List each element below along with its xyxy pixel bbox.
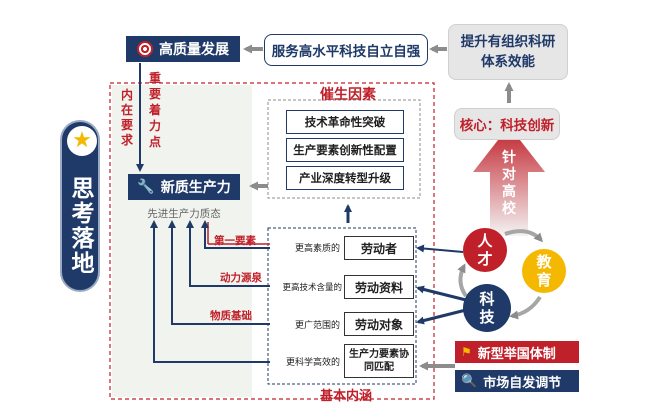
cycle-arrow-left xyxy=(457,263,468,298)
inner-requirement-label: 内在要求 xyxy=(120,88,133,147)
catalyst-item-1: 技术革命性突破 xyxy=(286,110,404,134)
catalyst-frame xyxy=(267,99,421,199)
new-system-label: 新型举国体制 xyxy=(477,346,556,362)
arrow-tech-to-objects xyxy=(416,308,467,325)
target-universities-label: 针对高校 xyxy=(502,150,516,217)
connector-row2 xyxy=(186,220,270,287)
big-red-arrow xyxy=(473,126,545,236)
system-efficiency-box: 提升有组织科研体系效能 xyxy=(448,24,568,80)
row-prefix-1: 更高素质的 xyxy=(294,244,340,254)
search-icon: 🔍 xyxy=(461,373,478,389)
high-quality-label: 高质量发展 xyxy=(159,42,229,58)
productivity-subtitle: 先进生产力质态 xyxy=(147,208,221,220)
connector-row4 xyxy=(150,220,270,363)
side-label-3: 物质基础 xyxy=(210,310,252,322)
row-term-4: 生产力要素协同匹配 xyxy=(344,344,414,378)
left-badge-title: 思考落地 xyxy=(67,176,93,276)
arrow-tech-to-tools xyxy=(416,285,467,302)
productivity-label: 新质生产力 xyxy=(160,180,231,196)
self-reliance-label: 服务高水平科技自立自强 xyxy=(271,44,421,60)
cycle-arrow-right xyxy=(509,295,542,320)
connotation-frame xyxy=(267,227,417,385)
technology-circle: 科技 xyxy=(463,284,511,332)
core-box: 核心：科技创新 xyxy=(454,108,560,140)
core-label: 核心：科技创新 xyxy=(459,118,555,134)
connector-row3 xyxy=(168,220,270,325)
row-term-2: 劳动资料 xyxy=(344,275,414,299)
system-efficiency-label: 提升有组织科研体系效能 xyxy=(460,34,556,70)
productivity-box: 🔧 新质生产力 xyxy=(128,174,240,200)
catalyst-item-2: 生产要素创新性配置 xyxy=(286,138,404,162)
outer-dashed-frame xyxy=(109,82,435,400)
connector-row1 xyxy=(201,220,270,249)
row-prefix-3: 更广范围的 xyxy=(294,321,340,331)
row-term-1: 劳动者 xyxy=(344,236,414,260)
self-reliance-box: 服务高水平科技自立自强 xyxy=(264,34,428,66)
connotation-title: 基本内涵 xyxy=(319,389,372,404)
cycle-arrow-top xyxy=(504,229,544,243)
target-icon xyxy=(137,41,153,57)
left-shaded-area xyxy=(112,85,252,397)
market-label: 市场自发调节 xyxy=(483,375,562,391)
catalyst-title: 催生因素 xyxy=(320,87,376,103)
high-quality-box: 高质量发展 xyxy=(126,36,240,62)
side-label-1: 第一要素 xyxy=(214,235,256,247)
flag-icon: ⚑ xyxy=(461,345,472,359)
talent-circle: 人才 xyxy=(463,228,507,272)
arrow-talent-to-laborer xyxy=(416,244,464,253)
star-icon: ★ xyxy=(67,126,97,156)
catalyst-item-3: 产业深度转型升级 xyxy=(286,166,404,190)
row-prefix-4: 更科学高效的 xyxy=(285,358,340,368)
focus-label: 重要着力点 xyxy=(148,71,161,149)
side-label-2: 动力源泉 xyxy=(220,272,262,284)
education-circle: 教育 xyxy=(522,249,566,293)
market-box: 🔍 市场自发调节 xyxy=(455,370,579,392)
new-system-box: ⚑ 新型举国体制 xyxy=(455,341,579,363)
left-badge: ★ 思考落地 xyxy=(60,120,100,292)
wrench-icon: 🔧 xyxy=(137,179,155,195)
row-prefix-2: 更高技术含量的 xyxy=(282,283,342,293)
row-term-3: 劳动对象 xyxy=(344,312,414,336)
